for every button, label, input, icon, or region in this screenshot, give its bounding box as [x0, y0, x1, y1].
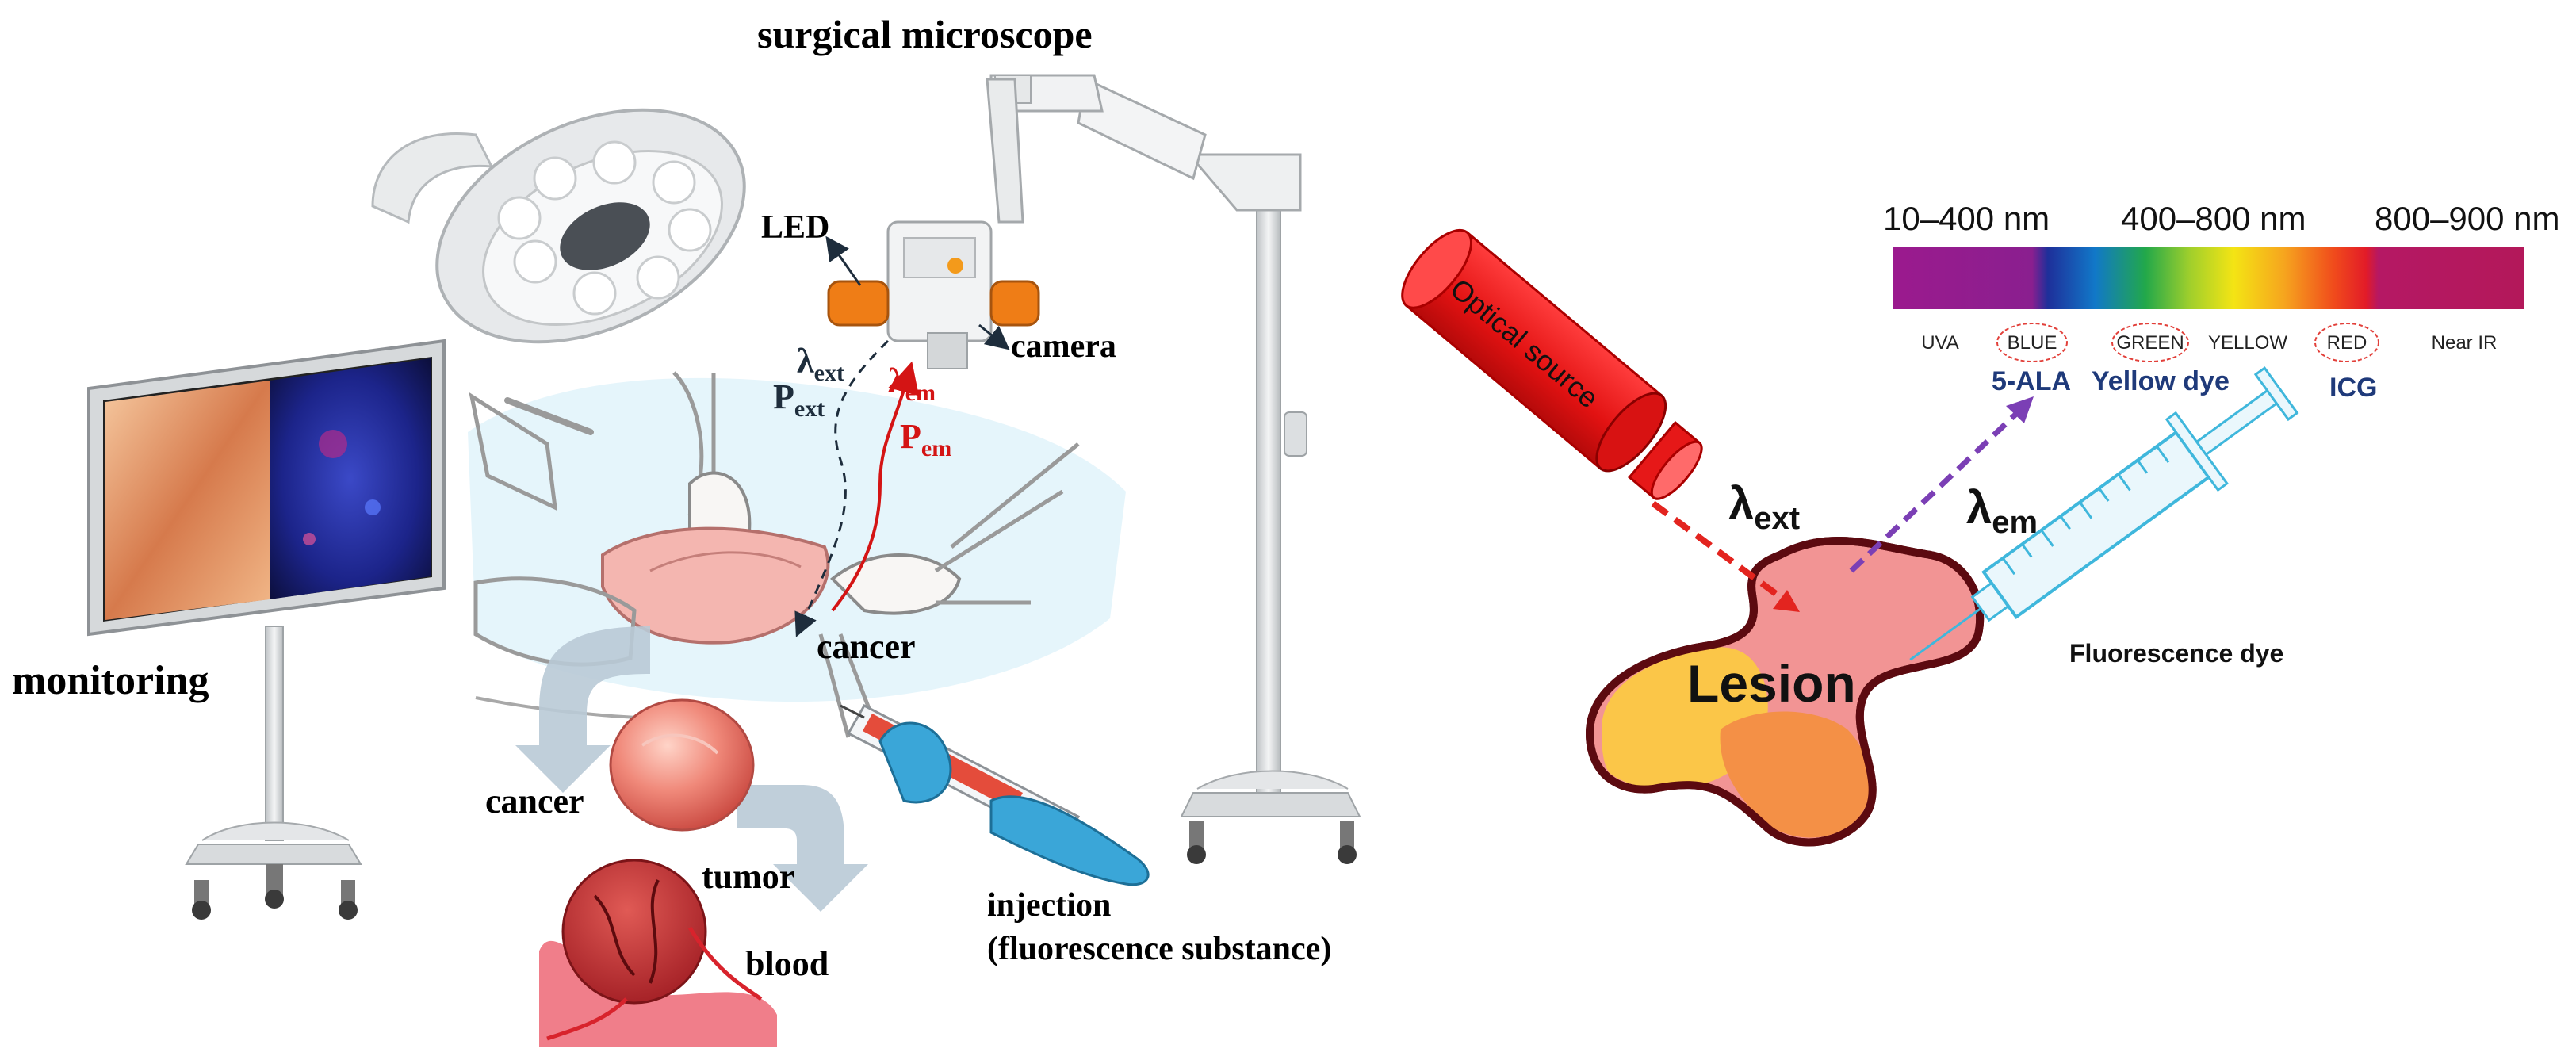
- lambda-em-label: λem: [888, 362, 936, 406]
- lambda-ext-label: λext: [797, 342, 844, 386]
- excitation-path: [794, 339, 890, 637]
- cancer-site-label: cancer: [817, 627, 916, 666]
- lambda-ext-right-label: λext: [1728, 478, 1800, 536]
- spectrum: 10–400 nm 400–800 nm 800–900 nm UVA BLUE…: [1883, 200, 2560, 403]
- surgical-microscope-label: surgical microscope: [757, 12, 1093, 56]
- band-green: GREEN: [2116, 332, 2184, 354]
- lesion-label: Lesion: [1687, 654, 1856, 713]
- injection-sub-label: (fluorescence substance): [987, 931, 1331, 967]
- dye-icg: ICG: [2329, 373, 2377, 403]
- cancer-cycle-label: cancer: [485, 782, 584, 821]
- fluorescence-dye-label: Fluorescence dye: [2069, 639, 2283, 668]
- led-label: LED: [761, 209, 829, 246]
- light-paths: [794, 339, 920, 637]
- monitor-fluorescence-image: [270, 358, 431, 599]
- dye-syringe: [1909, 366, 2299, 661]
- monitor-screen: [87, 339, 446, 637]
- spectrum-bar: [1893, 247, 2524, 309]
- label-leaders: [825, 235, 1010, 350]
- dye-5ala: 5-ALA: [1992, 366, 2071, 396]
- band-uva: UVA: [1921, 332, 1959, 354]
- band-red: RED: [2327, 332, 2367, 354]
- tumor-blood-supply: [539, 859, 777, 1047]
- microscope-stand: [986, 74, 1361, 864]
- band-yellow: YELLOW: [2208, 332, 2287, 354]
- blood-label: blood: [745, 944, 829, 983]
- dye-yellow: Yellow dye: [2092, 366, 2230, 396]
- spectrum-range-visible: 400–800 nm: [2121, 200, 2306, 237]
- p-ext-label: Pext: [773, 377, 825, 422]
- tumor-label: tumor: [702, 857, 794, 896]
- excitation-arrow: λext: [1651, 478, 1800, 612]
- spectrum-range-uv: 10–400 nm: [1883, 200, 2050, 237]
- lesion: Lesion: [1585, 537, 1985, 847]
- p-em-label: Pem: [900, 417, 951, 461]
- injection-syringe: [840, 704, 1150, 886]
- excised-tumor: [609, 698, 755, 832]
- spectrum-range-nir: 800–900 nm: [2375, 200, 2560, 237]
- camera-label: camera: [1011, 328, 1116, 365]
- band-blue: BLUE: [2008, 332, 2057, 354]
- surgical-field: [468, 371, 1126, 738]
- monitor-stand: [185, 626, 362, 920]
- emission-path: [831, 361, 920, 612]
- monitoring-label: monitoring: [12, 658, 209, 703]
- emission-arrow: λem: [1849, 396, 2038, 573]
- microscope-head: [827, 220, 1040, 369]
- lambda-em-right-label: λem: [1966, 482, 2038, 540]
- optical-source: Optical source: [1401, 228, 1703, 500]
- band-near-ir: Near IR: [2432, 332, 2498, 354]
- surgical-lamp: [371, 108, 746, 344]
- cycle-arrows: [515, 626, 868, 912]
- led-housing: [827, 280, 890, 327]
- monitor-white-light-image: [105, 381, 270, 620]
- injection-label: injection: [987, 887, 1111, 924]
